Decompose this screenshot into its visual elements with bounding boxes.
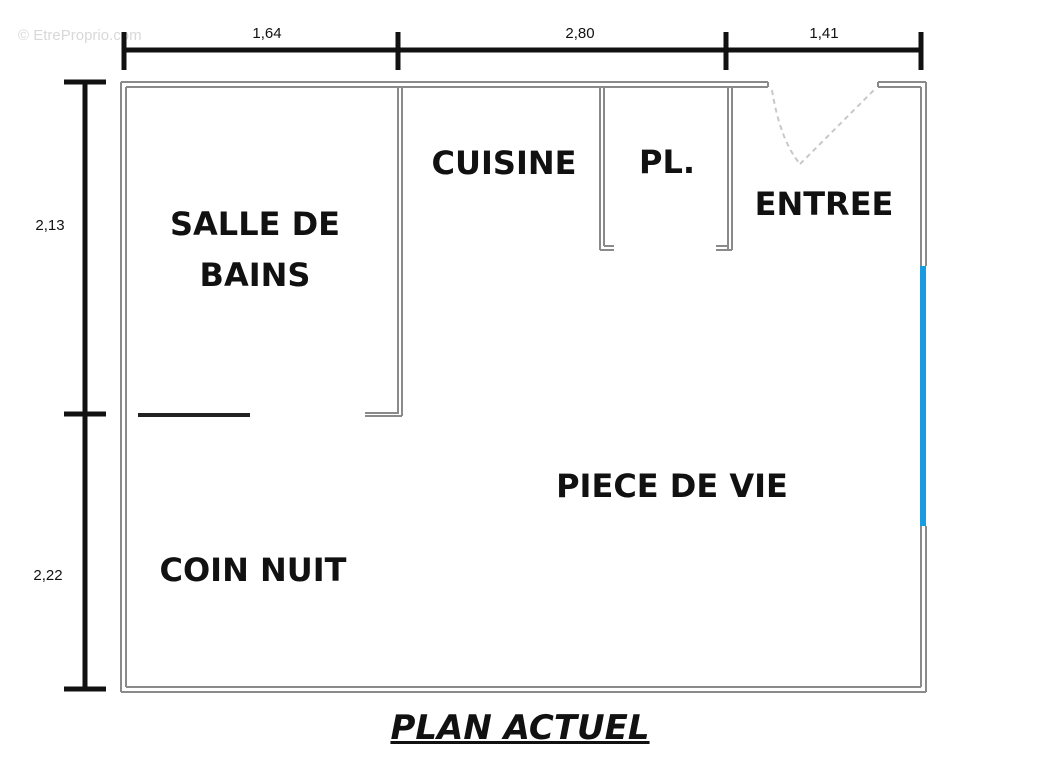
top-dimension-line: [121, 32, 924, 70]
dimension-label-left-2: 2,22: [33, 567, 62, 584]
room-label-salle-de-bains-line2: BAINS: [200, 256, 311, 294]
dimension-label-top-1: 1,64: [252, 25, 281, 42]
interior-walls: [365, 87, 733, 417]
dimension-label-top-2: 2,80: [565, 25, 594, 42]
dimension-label-left-1: 2,13: [35, 217, 64, 234]
left-dimension-line: [64, 79, 106, 692]
room-label-cuisine: CUISINE: [432, 144, 577, 182]
room-label-coin-nuit: COIN NUIT: [159, 551, 346, 589]
plan-title: PLAN ACTUEL: [390, 708, 650, 748]
room-label-placard: PL.: [639, 143, 695, 181]
dimension-label-top-3: 1,41: [809, 25, 838, 42]
room-label-entree: ENTREE: [755, 185, 894, 223]
watermark: © EtreProprio.com: [18, 27, 142, 44]
outer-walls: [120, 81, 927, 693]
room-label-piece-de-vie: PIECE DE VIE: [556, 467, 788, 505]
entrance-door: [771, 87, 877, 165]
room-label-salle-de-bains-line1: SALLE DE: [170, 205, 340, 243]
